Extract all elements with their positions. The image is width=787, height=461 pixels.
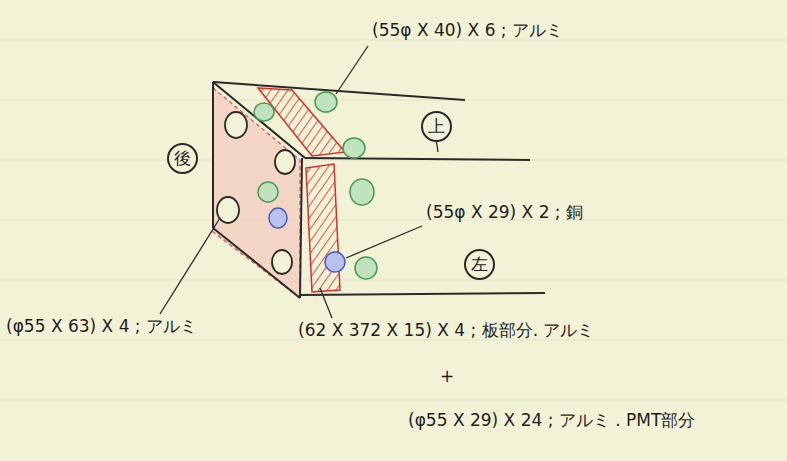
frame-strip [258,88,345,156]
blue-circle [269,208,287,228]
hole-circle [217,197,239,223]
box-edge [212,82,214,228]
leader-line [320,288,332,318]
green-circle [315,92,337,112]
green-group [254,92,377,279]
box-edge [300,158,302,298]
box-edge [213,82,305,158]
frame-strip [306,164,340,292]
box-edge [300,293,545,295]
grid-line [0,220,787,221]
leader-line [160,218,220,314]
leader-group [160,46,438,318]
green-circle [355,257,377,279]
hole-circle [272,250,292,274]
green-circle [254,103,274,121]
dimension-note: (φ55 X 29) X 24 ; アルミ . PMT部分 [408,410,695,430]
box-outline [213,82,545,298]
blue-circle [325,252,345,272]
hole-circle [275,150,295,174]
green-circle [258,182,278,202]
grid-line [0,400,787,401]
dimension-note: (55φ X 40) X 6 ; アルミ [372,20,563,40]
plus-sign: + [440,366,454,386]
dimension-note: (62 X 372 X 15) X 4 ; 板部分. アルミ [298,320,595,340]
box-edge [305,158,530,160]
circled-label: 後 [167,143,198,174]
circled-label: 上 [421,111,452,142]
circled-label: 左 [464,249,495,280]
leader-line [336,46,368,94]
box-edge [213,82,465,100]
green-circle [350,179,374,205]
grid-line [0,100,787,101]
box-edge [213,228,300,298]
hole-group [217,112,295,274]
dimension-note: (55φ X 29) X 2 ; 銅 [426,202,583,222]
blue-group [269,208,345,272]
leader-line [346,226,422,258]
grid-line [0,280,787,281]
node-text: 後 [174,150,191,167]
dimension-note: (φ55 X 63) X 4 ; アルミ [6,316,197,336]
node-text: 上 [428,118,445,135]
hole-circle [225,112,247,138]
paper-grid [0,40,787,400]
green-circle [343,138,365,158]
node-text: 左 [471,256,488,273]
